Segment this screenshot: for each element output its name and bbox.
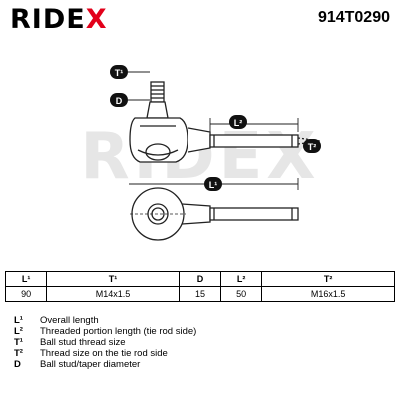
legend-text: Ball stud thread size: [40, 337, 126, 348]
legend-symbol: T¹: [14, 337, 23, 348]
legend: L¹ Overall length L² Threaded portion leng…: [14, 315, 196, 370]
logo-accent: X: [85, 4, 108, 35]
logo-text: RIDE: [10, 4, 86, 35]
tie-rod-end-side-view: [129, 81, 321, 163]
ridex-logo: RIDEX: [10, 4, 108, 35]
legend-item: L² Threaded portion length (tie rod side): [14, 326, 196, 337]
legend-text: Ball stud/taper diameter: [40, 359, 141, 370]
legend-symbol: D: [14, 359, 21, 370]
legend-text: Overall length: [40, 315, 99, 326]
tie-rod-end-top-view: [130, 187, 299, 241]
table-header: L²: [220, 271, 263, 287]
legend-text: Threaded portion length (tie rod side): [40, 326, 197, 337]
table-cell: 15: [178, 286, 222, 302]
legend-text: Thread size on the tie rod side: [40, 348, 168, 359]
legend-item: T¹ Ball stud thread size: [14, 337, 196, 348]
legend-item: D Ball stud/taper diameter: [14, 359, 196, 370]
table-header: T¹: [46, 271, 180, 287]
legend-symbol: L¹: [14, 315, 23, 326]
table-header: T²: [261, 271, 395, 287]
table-cell: 50: [220, 286, 263, 302]
label-t1-text: T¹: [115, 68, 124, 78]
table-row: 90 M14x1.5 15 50 M16x1.5: [4, 286, 395, 302]
label-l1: L¹: [204, 177, 222, 191]
legend-item: T² Thread size on the tie rod side: [14, 348, 196, 359]
table-header: D: [178, 271, 222, 287]
header: RIDEX 914T0290: [0, 0, 400, 40]
label-l2-text: L²: [234, 118, 243, 128]
table-header: L¹: [4, 271, 48, 287]
table-cell: M14x1.5: [46, 286, 180, 302]
legend-symbol: L²: [14, 326, 23, 337]
table-header-row: L¹ T¹ D L² T²: [4, 271, 395, 287]
dimension-lines: [128, 71, 299, 190]
label-t1: T¹: [110, 65, 128, 79]
label-t2: T²: [303, 139, 321, 153]
label-d: D: [110, 93, 128, 107]
part-number: 914T0290: [317, 9, 390, 26]
label-l2: L²: [229, 115, 247, 129]
legend-item: L¹ Overall length: [14, 315, 196, 326]
technical-drawing: RIDEX: [80, 65, 321, 241]
legend-symbol: T²: [14, 348, 23, 359]
specification-table: L¹ T¹ D L² T² 90 M14x1.5 15 50 M16x1.5: [4, 271, 395, 302]
label-l1-text: L¹: [209, 180, 218, 190]
table-cell: 90: [4, 286, 48, 302]
table-cell: M16x1.5: [261, 286, 395, 302]
label-t2-text: T²: [308, 142, 317, 152]
label-d-text: D: [116, 96, 123, 106]
